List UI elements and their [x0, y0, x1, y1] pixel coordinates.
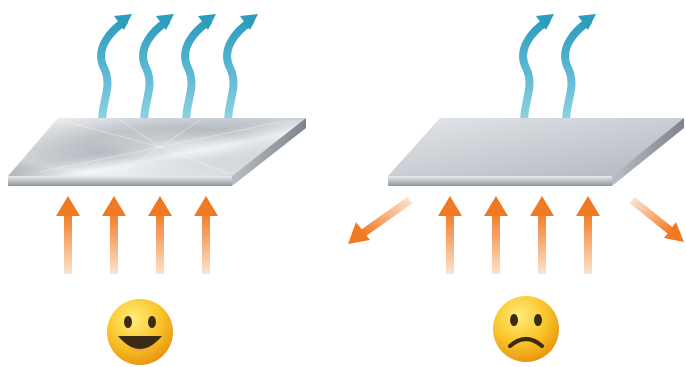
metal-plate-brushed — [8, 118, 306, 186]
panel-right — [348, 14, 684, 362]
heat-in-arrows-left — [56, 196, 218, 274]
reflected-arrow-right — [632, 200, 684, 242]
arrow-up-icon — [530, 196, 554, 274]
arrow-up-icon — [438, 196, 462, 274]
arrow-down-right-icon — [632, 200, 684, 242]
arrow-up-icon — [194, 196, 218, 274]
arrow-up-icon — [148, 196, 172, 274]
arrow-up-icon — [576, 196, 600, 274]
smiling-face-icon — [107, 299, 173, 365]
arrow-up-icon — [102, 196, 126, 274]
arrow-up-icon — [484, 196, 508, 274]
arrow-down-left-icon — [348, 200, 410, 244]
heat-in-arrows-right — [438, 196, 600, 274]
arrow-up-icon — [56, 196, 80, 274]
reflected-arrow-left — [348, 200, 410, 244]
metal-plate-flat — [388, 118, 684, 186]
sad-face-icon — [493, 296, 559, 362]
panel-left — [8, 14, 306, 365]
